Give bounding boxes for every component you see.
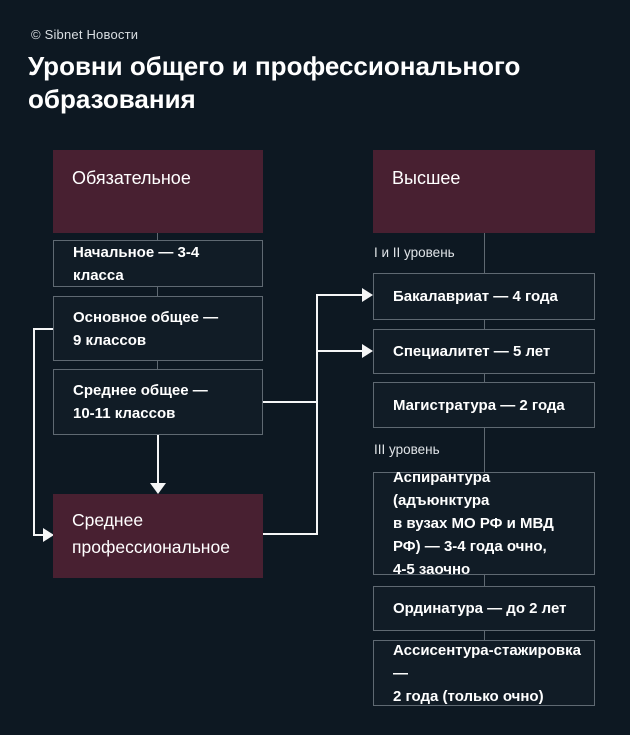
connector-basic-secondary: [157, 361, 158, 369]
connector-bachelor-specialist: [484, 320, 485, 329]
watermark: © Sibnet Новости: [31, 27, 139, 42]
box-bachelor: Бакалавриат — 4 года: [373, 273, 595, 320]
box-assistantship: Ассисентура-стажировка — 2 года (только …: [373, 640, 595, 706]
box-specialist: Специалитет — 5 лет: [373, 329, 595, 374]
link-vertical-line: [316, 294, 318, 535]
link-secondary-prof-line: [263, 533, 317, 535]
arrow-bachelor-icon: [362, 288, 373, 302]
label-level-1-2: I и II уровень: [374, 245, 455, 260]
arrow-right-icon: [43, 528, 54, 542]
link-secondary-general-line: [263, 401, 317, 403]
arrow-line-down: [157, 435, 159, 485]
bracket-top-line: [33, 328, 53, 330]
connector-primary-basic: [157, 287, 158, 296]
bracket-bottom-line: [33, 534, 45, 536]
box-secondary-professional: Среднее профессиональное: [53, 494, 263, 578]
connector-obligatory-primary: [157, 233, 158, 240]
box-postgraduate: Аспирантура (адъюнктура в вузах МО РФ и …: [373, 469, 595, 578]
connector-master-postgrad: [484, 428, 485, 472]
box-primary-school: Начальное — 3-4 класса: [53, 240, 263, 287]
connector-higher-bachelor: [484, 233, 485, 273]
page-title: Уровни общего и профессионального образо…: [28, 51, 521, 114]
connector-postgrad-residency: [484, 575, 485, 586]
box-master: Магистратура — 2 года: [373, 382, 595, 428]
box-basic-general: Основное общее — 9 классов: [53, 296, 263, 361]
box-secondary-general: Среднее общее — 10-11 классов: [53, 369, 263, 435]
connector-residency-assist: [484, 631, 485, 640]
link-bachelor-line: [316, 294, 363, 296]
box-residency: Ординатура — до 2 лет: [373, 586, 595, 631]
arrow-down-icon: [150, 483, 166, 494]
box-higher: Высшее: [373, 150, 595, 233]
link-specialist-line: [316, 350, 363, 352]
label-level-3: III уровень: [374, 442, 440, 457]
bracket-vertical-line: [33, 328, 35, 536]
arrow-specialist-icon: [362, 344, 373, 358]
box-obligatory: Обязательное: [53, 150, 263, 233]
connector-specialist-master: [484, 374, 485, 382]
